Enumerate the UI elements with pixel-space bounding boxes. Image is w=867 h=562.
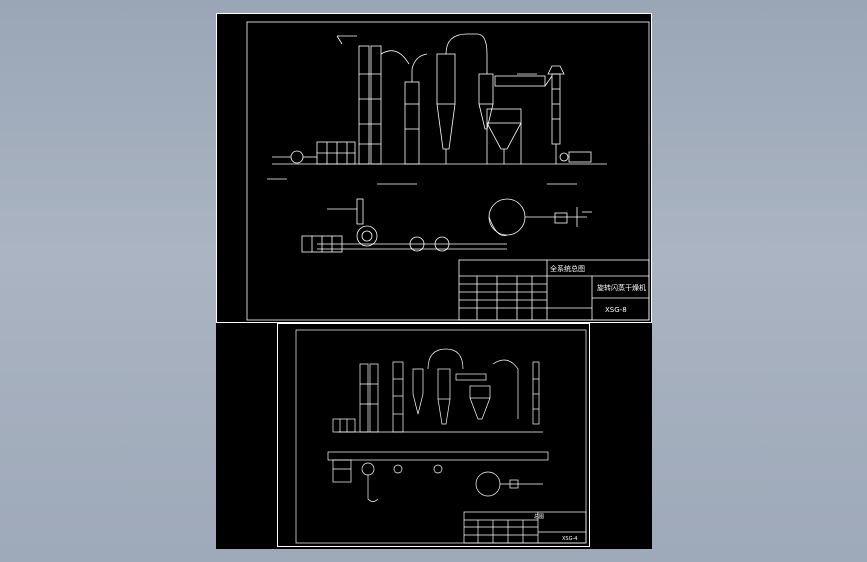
induced-fan	[568, 151, 592, 163]
cyclone-2	[478, 73, 494, 105]
drawing-sheet-top: 全系统总图 旋转闪蒸干燥机 XSG-8	[216, 13, 652, 323]
top-duct	[494, 75, 546, 87]
cyclone-1	[436, 53, 456, 105]
inner-frame	[246, 21, 650, 321]
plan-column	[356, 198, 364, 225]
title-block-code: XSG-8	[605, 306, 627, 314]
title-block	[458, 259, 650, 321]
plan-drier-circle	[356, 225, 378, 247]
bottom-sheet-drawing	[295, 329, 587, 544]
drawing-sheet-bottom: 总图 XSG-4	[277, 323, 590, 547]
bag-filter	[486, 108, 522, 124]
exhaust-stack	[551, 73, 561, 145]
title-block-title: 全系统总图	[550, 265, 585, 273]
blower-circle	[290, 150, 304, 164]
elevator-chute	[380, 50, 410, 65]
elevator-column	[358, 45, 370, 165]
drying-tower	[404, 81, 420, 165]
plan-cyclone-circle	[488, 198, 526, 236]
inner-frame-bottom	[295, 329, 587, 544]
bottom-title-block-title: 总图	[534, 514, 545, 520]
duct-arc	[445, 33, 488, 74]
bottom-title-block-code: XSG-4	[562, 536, 578, 542]
title-block-name: 旋转闪蒸干燥机	[597, 284, 646, 292]
cad-viewport[interactable]: 全系统总图 旋转闪蒸干燥机 XSG-8	[216, 13, 652, 549]
top-sheet-drawing	[246, 21, 650, 321]
